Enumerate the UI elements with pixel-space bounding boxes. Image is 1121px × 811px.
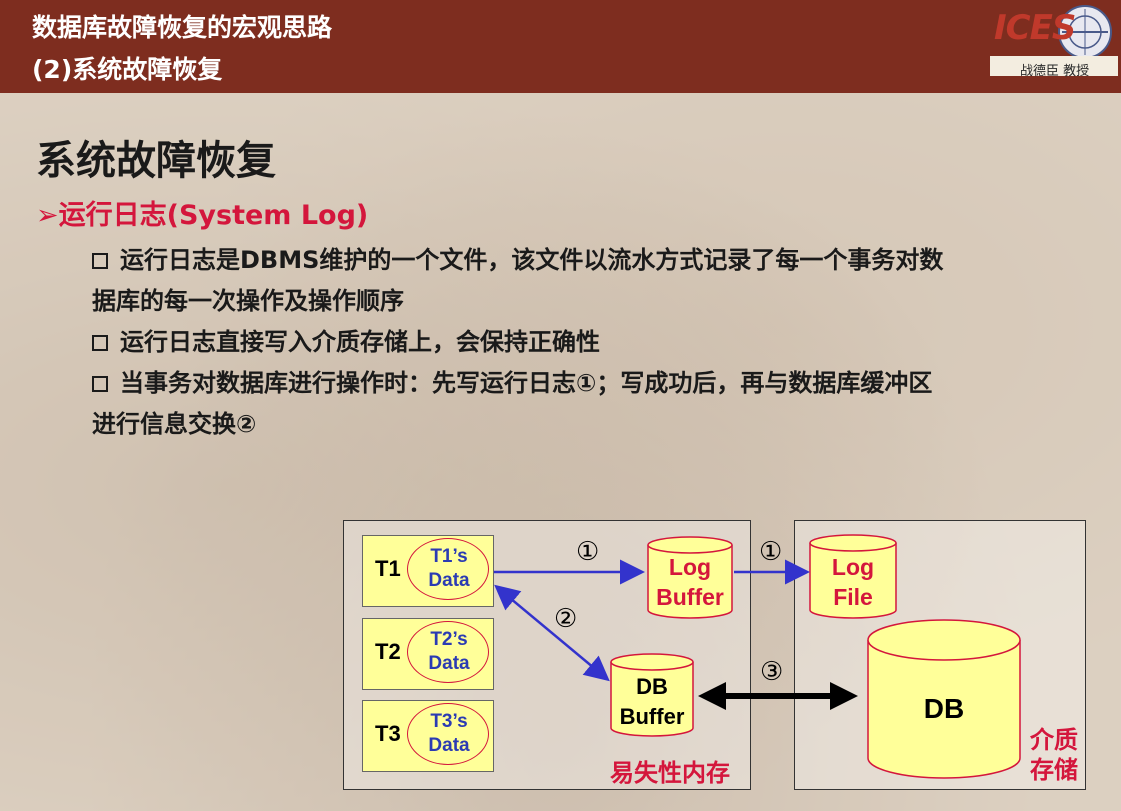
ices-logo: ICES 战德臣 教授 [990,4,1118,79]
label-line: Buffer [656,584,724,610]
bullet-text: 运行日志是DBMS维护的一个文件，该文件以流水方式记录了每一个事务对数 [120,246,944,274]
label-line: Buffer [619,704,685,729]
square-bullet-icon [92,253,108,269]
data-label-line1: T3’s [430,711,468,732]
logo-emblem-icon [990,5,1118,76]
transaction-data-ellipse: T3’s Data [407,703,489,765]
data-label-line1: T1’s [430,546,468,567]
bullet-1: 运行日志是DBMS维护的一个文件，该文件以流水方式记录了每一个事务对数 [92,240,943,275]
data-label-line2: Data [428,570,470,591]
bullet-1-continued: 据库的每一次操作及操作顺序 [92,281,404,316]
page-title: 系统故障恢复 [36,138,276,184]
section-heading: ➢运行日志(System Log) [36,200,369,231]
log-file-label: Log File [810,552,896,612]
author-name: 战德臣 教授 [1020,64,1090,79]
storage-label-line2: 存储 [1030,756,1078,784]
bullet-text: 运行日志直接写入介质存储上，会保持正确性 [120,328,600,356]
bullet-3-continued: 进行信息交换② [92,404,256,439]
volatile-memory-label: 易失性内存 [610,759,730,787]
transaction-t3: T3 T3’s Data [362,700,494,772]
transaction-data-ellipse: T2’s Data [407,621,489,683]
slide-header: 数据库故障恢复的宏观思路 (2)系统故障恢复 ICES 战德臣 教授 [0,0,1121,93]
transaction-t1: T1 T1’s Data [362,535,494,607]
db-buffer-label: DB Buffer [606,672,698,732]
transaction-label: T1 [375,556,401,581]
bullet-3: 当事务对数据库进行操作时：先写运行日志①；写成功后，再与数据库缓冲区 [92,363,932,398]
header-subtitle: (2)系统故障恢复 [32,55,223,84]
step-2-marker: ② [554,604,578,634]
bullet-text: 据库的每一次操作及操作顺序 [92,287,404,315]
bullet-text: 进行信息交换② [92,410,257,438]
step-1-marker-flush: ① [759,537,783,567]
transaction-label: T2 [375,639,401,664]
logo-text: ICES [994,8,1076,48]
transaction-label: T3 [375,721,401,746]
label-line: Log [668,554,712,580]
bullet-2: 运行日志直接写入介质存储上，会保持正确性 [92,322,600,357]
storage-label-line1: 介质 [1030,726,1078,754]
square-bullet-icon [92,335,108,351]
label-line: File [833,584,873,610]
data-label-line1: T2’s [430,629,468,650]
header-title: 数据库故障恢复的宏观思路 [32,13,333,42]
log-buffer-label: Log Buffer [648,552,732,612]
data-label-line2: Data [428,735,470,756]
transaction-t2: T2 T2’s Data [362,618,494,690]
transaction-data-ellipse: T1’s Data [407,538,489,600]
db-label: DB [923,693,965,724]
step-3-marker: ③ [760,657,784,687]
square-bullet-icon [92,376,108,392]
label-line: DB [636,674,668,699]
label-line: Log [831,554,875,580]
step-1-marker: ① [576,537,600,567]
bullet-text: 当事务对数据库进行操作时：先写运行日志①；写成功后，再与数据库缓冲区 [120,369,933,397]
data-label-line2: Data [428,653,470,674]
